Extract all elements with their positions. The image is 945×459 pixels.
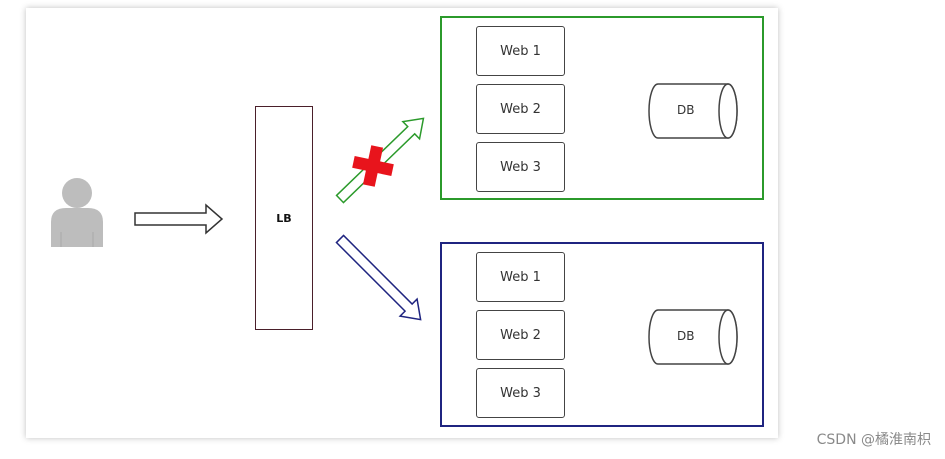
watermark: CSDN @橘淮南枳 bbox=[816, 432, 931, 448]
database-icon bbox=[648, 309, 738, 365]
user-to-lb-arrow bbox=[134, 203, 224, 235]
web-server-3: Web 3 bbox=[476, 368, 565, 418]
web-server-3: Web 3 bbox=[476, 142, 565, 192]
load-balancer: LB bbox=[255, 106, 313, 330]
user-icon bbox=[51, 178, 103, 247]
web-server-1: Web 1 bbox=[476, 252, 565, 302]
lb-label: LB bbox=[276, 211, 292, 225]
db-label: DB bbox=[677, 329, 695, 343]
web-server-2: Web 2 bbox=[476, 310, 565, 360]
server-group-blue: Web 1 Web 2 Web 3 DB bbox=[440, 242, 764, 427]
lb-to-blue-arrow bbox=[335, 234, 422, 321]
db-label: DB bbox=[677, 103, 695, 117]
red-cross-icon bbox=[352, 145, 394, 187]
server-group-green: Web 1 Web 2 Web 3 DB bbox=[440, 16, 764, 200]
web-server-2: Web 2 bbox=[476, 84, 565, 134]
lb-to-green-arrow bbox=[335, 117, 425, 204]
database-icon bbox=[648, 83, 738, 139]
web-server-1: Web 1 bbox=[476, 26, 565, 76]
